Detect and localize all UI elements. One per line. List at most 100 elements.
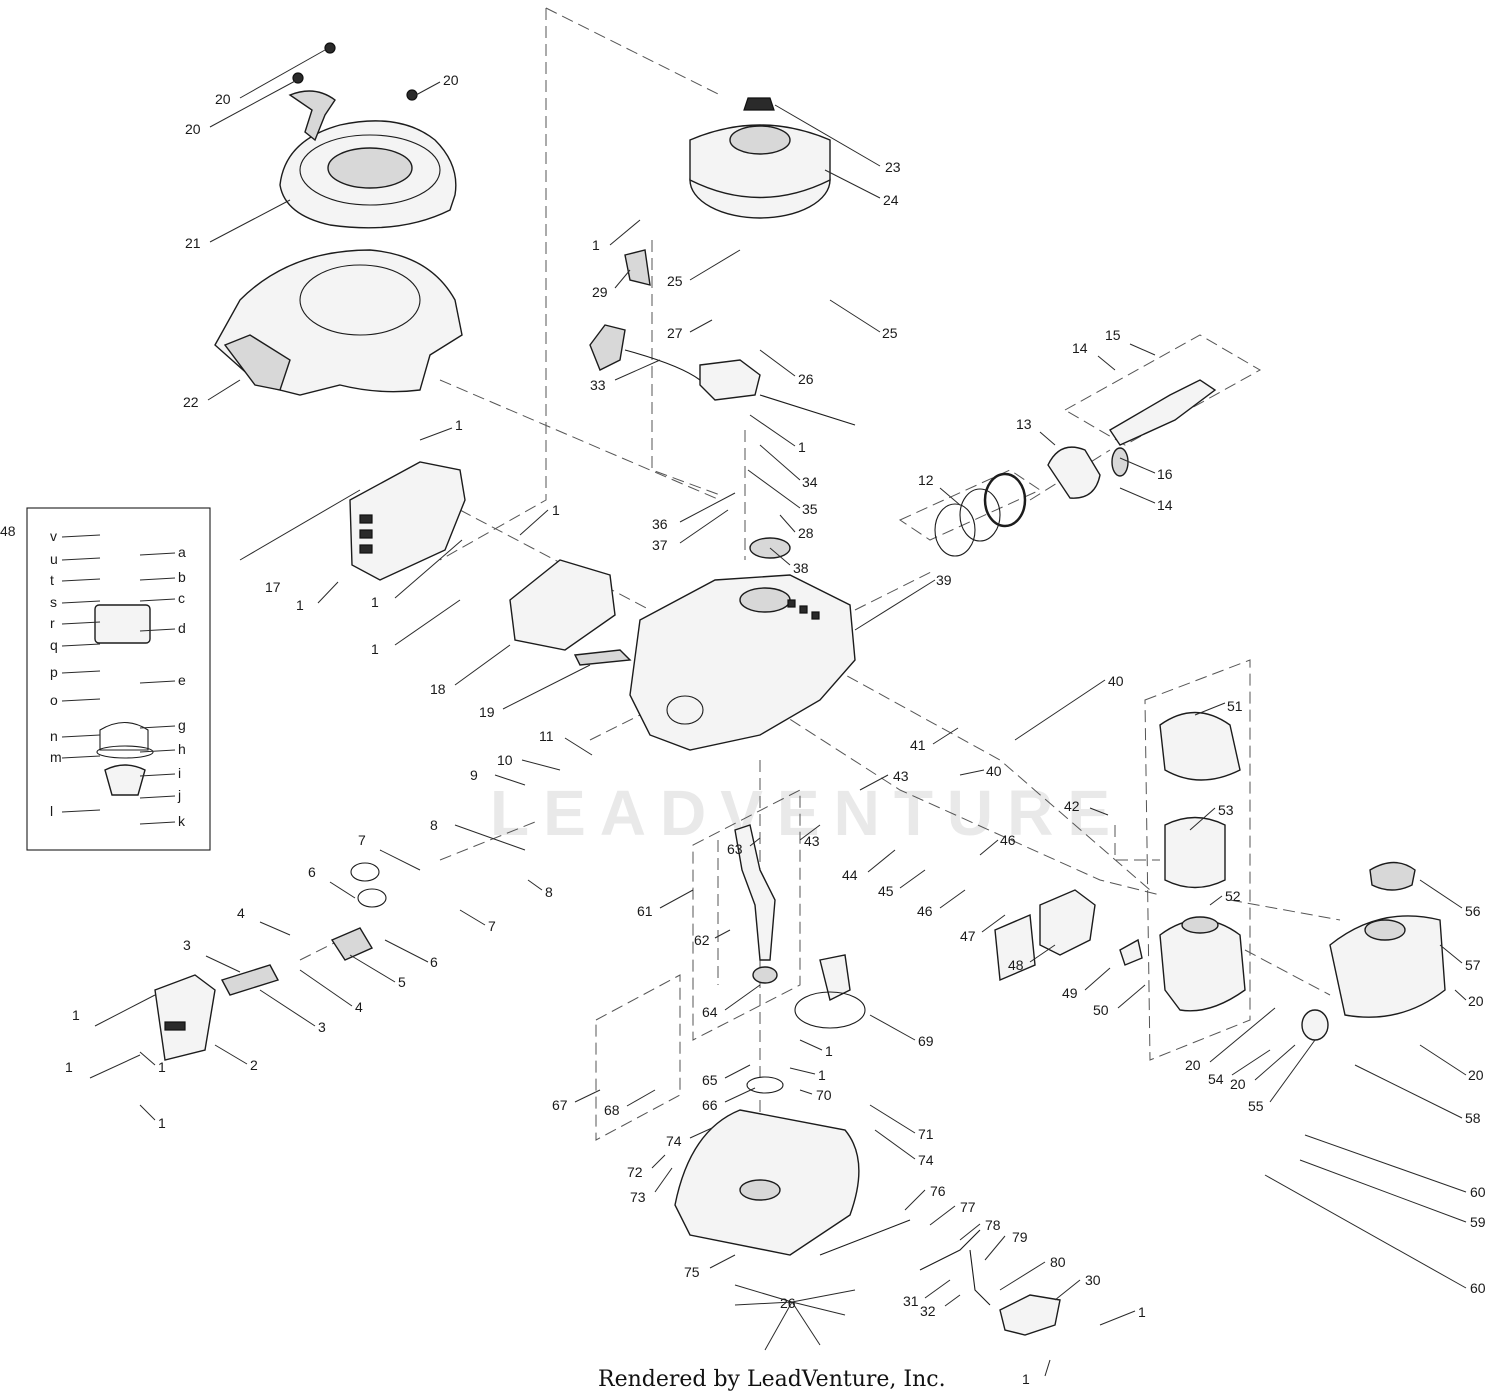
callout-12: 12 (918, 472, 934, 488)
leader-line (829, 299, 881, 333)
leader-line (1299, 1159, 1467, 1223)
callout-20: 20 (1230, 1076, 1246, 1092)
callout-40: 40 (1108, 673, 1124, 689)
carb-kit-sketch (94, 604, 154, 796)
callout-54: 54 (1208, 1071, 1224, 1087)
leader-line (749, 414, 796, 447)
leader-line (932, 727, 959, 745)
leader-line (959, 1223, 981, 1241)
leader-line (939, 487, 961, 506)
leader-line (869, 1104, 916, 1134)
callout-1: 1 (65, 1059, 73, 1075)
leader-line (419, 427, 453, 441)
carb-letter-i: i (178, 765, 181, 781)
carb-letter-m: m (50, 749, 62, 765)
leader-line (734, 1301, 793, 1306)
leader-line (209, 79, 298, 128)
callout-72: 72 (627, 1164, 643, 1180)
leader-line (924, 1279, 951, 1299)
callout-25: 25 (667, 273, 683, 289)
callout-37: 37 (652, 537, 668, 553)
leader-line (614, 269, 631, 289)
leader-line (61, 755, 101, 759)
leader-line (459, 909, 486, 926)
carb-letter-h: h (178, 741, 186, 757)
leader-line (1231, 1049, 1271, 1076)
leader-line (259, 921, 291, 936)
carb-letter-o: o (50, 692, 58, 708)
leader-line (61, 643, 101, 647)
leader-line (1029, 944, 1056, 963)
crankshaft (734, 824, 778, 984)
callout-1: 1 (552, 502, 560, 518)
callout-1: 1 (72, 1007, 80, 1023)
leader-line (502, 664, 591, 710)
carb-letter-d: d (178, 620, 186, 636)
callout-57: 57 (1465, 957, 1481, 973)
callout-13: 13 (1016, 416, 1032, 432)
leader-line (94, 994, 156, 1027)
leader-line (61, 534, 101, 538)
carb-letter-l: l (50, 803, 53, 819)
callout-27: 27 (667, 325, 683, 341)
leader-line (747, 469, 801, 509)
carb-letter-t: t (50, 572, 54, 588)
leader-line (626, 1089, 656, 1107)
carb-letter-a: a (178, 544, 186, 560)
leader-line (239, 49, 326, 99)
leader-line (724, 1087, 756, 1103)
callout-41: 41 (910, 737, 926, 753)
leader-line (854, 579, 936, 631)
callout-35: 35 (802, 501, 818, 517)
leader-line (939, 889, 966, 909)
callout-2: 2 (250, 1057, 258, 1073)
callout-49: 49 (1062, 985, 1078, 1001)
leader-line (61, 809, 101, 813)
leader-line (1194, 702, 1226, 716)
callout-15: 15 (1105, 327, 1121, 343)
callout-1: 1 (371, 641, 379, 657)
callout-3: 3 (183, 937, 191, 953)
leader-line (139, 680, 176, 684)
callout-58: 58 (1465, 1110, 1481, 1126)
leader-line (679, 492, 736, 523)
leader-line (724, 984, 761, 1011)
callout-8: 8 (545, 884, 553, 900)
leader-line (564, 737, 593, 756)
engine-block (629, 537, 856, 751)
callout-79: 79 (1012, 1229, 1028, 1245)
callout-18: 18 (430, 681, 446, 697)
carb-letter-v: v (50, 528, 57, 544)
leader-line (61, 670, 101, 674)
callout-51: 51 (1227, 698, 1243, 714)
leader-line (89, 1054, 141, 1079)
leader-line (1117, 984, 1146, 1009)
leader-line (139, 795, 176, 799)
callout-6: 6 (430, 954, 438, 970)
leader-line (689, 249, 741, 281)
callout-71: 71 (918, 1126, 934, 1142)
callout-53: 53 (1218, 802, 1234, 818)
leader-line (1269, 1039, 1316, 1103)
callout-1: 1 (371, 594, 379, 610)
fuel-tank (1301, 861, 1446, 1041)
callout-38: 38 (793, 560, 809, 576)
callout-1: 1 (296, 597, 304, 613)
leader-line (1097, 355, 1116, 371)
carb-letter-r: r (50, 615, 55, 631)
leader-line (1119, 457, 1156, 474)
callout-77: 77 (960, 1199, 976, 1215)
carb-letter-e: e (178, 672, 186, 688)
leader-line (1129, 343, 1156, 356)
callout-14: 14 (1072, 340, 1088, 356)
leader-line (1419, 1044, 1467, 1076)
leader-line (614, 359, 661, 381)
muffler-group (349, 461, 632, 666)
ignition-coil (589, 249, 856, 426)
callout-22: 22 (183, 394, 199, 410)
governor-linkage (819, 1219, 1061, 1336)
leader-line (1099, 1310, 1136, 1326)
leader-line (329, 881, 356, 899)
leader-line (139, 1104, 156, 1121)
